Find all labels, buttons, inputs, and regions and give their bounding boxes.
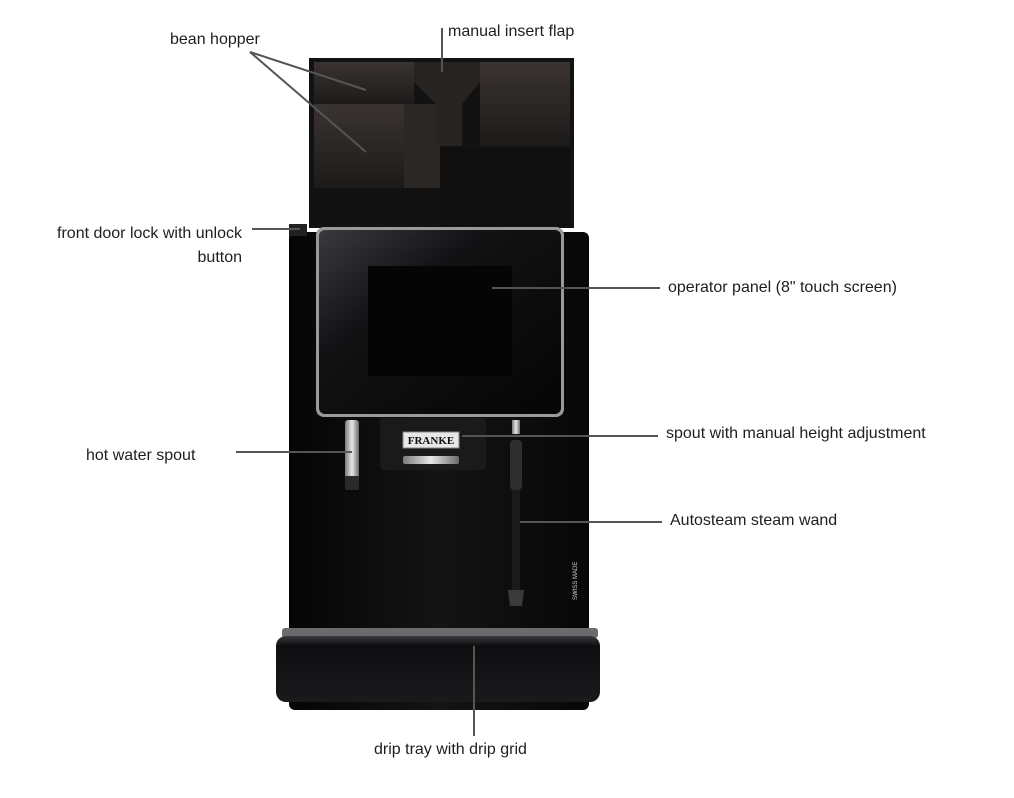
label-front-door-lock-line1: front door lock with unlock xyxy=(57,225,242,242)
steam-wand-tube xyxy=(512,490,520,590)
label-manual-insert-flap: manual insert flap xyxy=(448,23,575,40)
bean-hopper-right xyxy=(480,62,570,146)
coffee-spout-graphic: FRANKE xyxy=(380,418,486,470)
hot-water-tip xyxy=(345,476,359,490)
grinder-cover xyxy=(440,148,570,226)
leader-lines xyxy=(236,28,662,736)
steam-wand-tip xyxy=(508,590,524,606)
label-autosteam: Autosteam steam wand xyxy=(670,512,838,529)
swiss-made-badge: SWISS MADE xyxy=(573,562,579,600)
label-spout-height: spout with manual height adjustment xyxy=(666,425,926,442)
drip-grid xyxy=(282,628,598,638)
manual-insert-flap-part xyxy=(414,62,480,146)
steam-wand-graphic xyxy=(508,420,524,606)
steam-wand-mount xyxy=(512,420,520,434)
bean-hopper-left-top xyxy=(314,62,414,104)
label-front-door-lock-line2: button xyxy=(197,249,242,266)
brand-text: FRANKE xyxy=(408,435,454,447)
label-operator-panel: operator panel (8" touch screen) xyxy=(668,279,897,296)
leader-bean-hopper-bottom xyxy=(249,51,367,153)
label-bean-hopper: bean hopper xyxy=(170,31,260,48)
label-hot-water-spout: hot water spout xyxy=(86,447,196,464)
hot-water-pipe xyxy=(345,420,359,478)
brand-plate xyxy=(402,431,460,449)
drip-tray xyxy=(276,636,600,702)
hot-water-spout-graphic xyxy=(345,420,359,490)
drip-tray-graphic xyxy=(276,628,600,702)
operator-panel-graphic xyxy=(316,227,564,417)
label-drip-tray: drip tray with drip grid xyxy=(374,741,527,758)
steam-wand-joint xyxy=(510,440,522,490)
top-housing xyxy=(309,58,574,228)
touch-screen xyxy=(368,266,512,376)
spout-nozzle xyxy=(403,456,459,464)
bean-hopper-left-side xyxy=(404,104,440,188)
leader-bean-hopper-top xyxy=(249,51,367,91)
